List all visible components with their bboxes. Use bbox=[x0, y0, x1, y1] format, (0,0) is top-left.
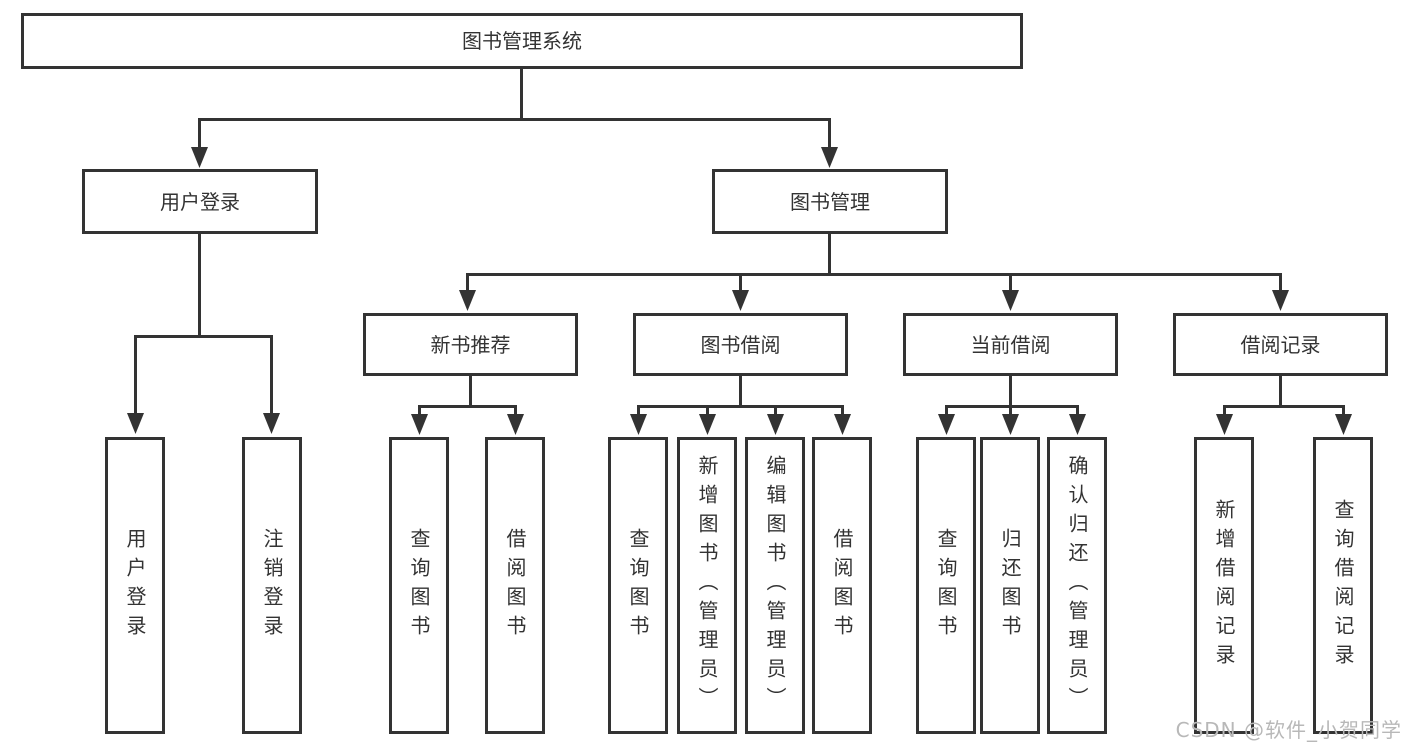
node-label: 借阅图书 bbox=[830, 527, 854, 644]
node-label: 查询借阅记录 bbox=[1331, 498, 1355, 673]
node-new-book-recommendation: 新书推荐 bbox=[363, 313, 578, 376]
node-label: 归还图书 bbox=[998, 527, 1022, 644]
node-label: 注销登录 bbox=[260, 527, 284, 644]
node-label: 当前借阅 bbox=[970, 332, 1051, 357]
node-label: 用户登录 bbox=[160, 189, 240, 214]
leaf-user-login: 用户登录 bbox=[105, 437, 165, 734]
node-library-management-system: 图书管理系统 bbox=[21, 13, 1023, 69]
leaf-query-borrow-record: 查询借阅记录 bbox=[1313, 437, 1373, 734]
leaf-borrow-books-recommendation: 借阅图书 bbox=[485, 437, 545, 734]
node-user-login: 用户登录 bbox=[82, 169, 318, 234]
node-label: 新增借阅记录 bbox=[1212, 498, 1236, 673]
node-label: 编辑图书（管理员） bbox=[763, 455, 787, 716]
node-book-borrowing: 图书借阅 bbox=[633, 313, 848, 376]
node-label: 查询图书 bbox=[626, 527, 650, 644]
leaf-query-books-current: 查询图书 bbox=[916, 437, 976, 734]
node-label: 查询图书 bbox=[407, 527, 431, 644]
node-label: 新书推荐 bbox=[430, 332, 511, 357]
leaf-logout: 注销登录 bbox=[242, 437, 302, 734]
leaf-query-books-recommendation: 查询图书 bbox=[389, 437, 449, 734]
node-label: 查询图书 bbox=[934, 527, 958, 644]
node-label: 图书管理 bbox=[790, 189, 870, 214]
leaf-edit-book-admin: 编辑图书（管理员） bbox=[745, 437, 805, 734]
node-label: 图书管理系统 bbox=[462, 29, 582, 53]
leaf-borrow-books: 借阅图书 bbox=[812, 437, 872, 734]
leaf-query-books-borrowing: 查询图书 bbox=[608, 437, 668, 734]
node-borrowing-records: 借阅记录 bbox=[1173, 313, 1388, 376]
node-label: 用户登录 bbox=[123, 527, 147, 644]
node-label: 借阅图书 bbox=[503, 527, 527, 644]
node-label: 确认归还（管理员） bbox=[1065, 455, 1089, 716]
node-book-management: 图书管理 bbox=[712, 169, 948, 234]
watermark: CSDN @软件_小贺同学 bbox=[1175, 718, 1402, 742]
node-label: 图书借阅 bbox=[700, 332, 781, 357]
leaf-add-book-admin: 新增图书（管理员） bbox=[677, 437, 737, 734]
node-label: 借阅记录 bbox=[1240, 332, 1321, 357]
node-label: 新增图书（管理员） bbox=[695, 455, 719, 716]
leaf-confirm-return-admin: 确认归还（管理员） bbox=[1047, 437, 1107, 734]
node-current-borrowing: 当前借阅 bbox=[903, 313, 1118, 376]
leaf-add-borrow-record: 新增借阅记录 bbox=[1194, 437, 1254, 734]
leaf-return-book: 归还图书 bbox=[980, 437, 1040, 734]
